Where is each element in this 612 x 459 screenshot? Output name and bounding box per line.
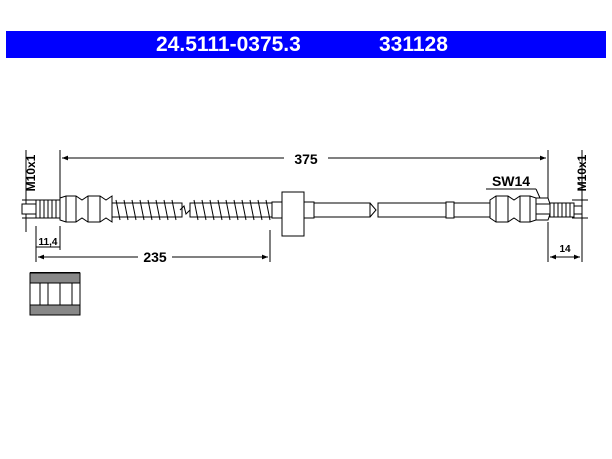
left-end-dimension: [35, 226, 61, 250]
title-bar: 24.5111-0375.3 331128: [6, 31, 606, 58]
right-thread-label: M10x1: [575, 154, 589, 191]
left-end-label: 11,4: [39, 237, 58, 248]
right-end-dimension: [547, 222, 583, 262]
right-thread-dimension: [572, 150, 588, 232]
part-number: 24.5111-0375.3: [156, 33, 301, 56]
section-detail: [29, 272, 81, 316]
total-length-label: 375: [294, 151, 318, 167]
brake-hose: [21, 191, 583, 237]
right-end-label: 14: [559, 244, 571, 255]
wrench-size-label: SW14: [492, 173, 530, 189]
partial-length-dimension: [35, 228, 271, 262]
left-thread-dimension: [22, 150, 36, 232]
partial-length-label: 235: [143, 249, 167, 265]
reference-number: 331128: [379, 33, 448, 56]
total-length-dimension: [59, 150, 549, 200]
wrench-size-leader: [486, 188, 541, 199]
left-thread-label: M10x1: [24, 154, 38, 191]
